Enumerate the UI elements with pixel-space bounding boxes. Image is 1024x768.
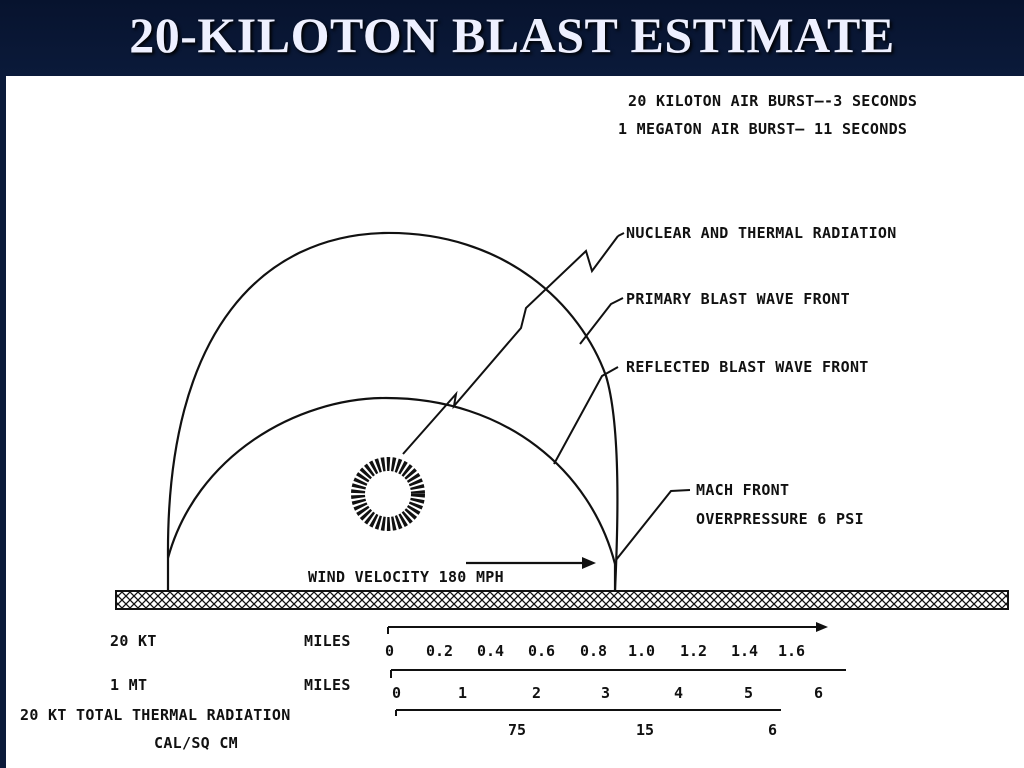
radiation-leader-tail — [617, 232, 625, 237]
primary-blast-wave — [166, 231, 619, 592]
kt-tick: 0.2 — [426, 642, 454, 660]
thermal-scale-label: 20 KT TOTAL THERMAL RADIATION — [20, 706, 291, 724]
ground-surface — [115, 590, 1009, 610]
fireball — [351, 457, 425, 531]
kt-tick: 1.0 — [628, 642, 656, 660]
callout-reflected-wave: REFLECTED BLAST WAVE FRONT — [626, 358, 869, 376]
kt-scale-unit: MILES — [304, 632, 351, 650]
kt-tick: 0.8 — [580, 642, 608, 660]
fireball-core — [366, 472, 410, 516]
callout-nuclear-radiation: NUCLEAR AND THERMAL RADIATION — [626, 224, 897, 242]
title-bar: 20-KILOTON BLAST ESTIMATE — [0, 0, 1024, 76]
mt-tick: 6 — [814, 684, 824, 702]
reflected-leader — [553, 366, 619, 465]
kt-tick: 1.2 — [680, 642, 708, 660]
callout-primary-wave: PRIMARY BLAST WAVE FRONT — [626, 290, 850, 308]
blast-diagram — [115, 231, 1009, 716]
mt-scale-label: 1 MT — [110, 676, 148, 694]
callout-wind-velocity: WIND VELOCITY 180 MPH — [308, 568, 504, 586]
mt-tick: 4 — [674, 684, 684, 702]
mt-tick: 0 — [392, 684, 402, 702]
kt-tick: 1.6 — [778, 642, 806, 660]
kt-tick: 0 — [385, 642, 395, 660]
thermal-tick: 75 — [508, 721, 527, 739]
callout-mach-front: MACH FRONT — [696, 481, 790, 499]
kt-tick: 0.4 — [477, 642, 505, 660]
thermal-scale-unit: CAL/SQ CM — [154, 734, 238, 752]
kt-scale-arrowhead — [816, 622, 828, 632]
callout-overpressure: OVERPRESSURE 6 PSI — [696, 510, 864, 528]
mt-tick: 5 — [744, 684, 754, 702]
kt-tick: 0.6 — [528, 642, 556, 660]
diagram-panel: 20 KILOTON AIR BURST—-3 SECONDS 1 MEGATO… — [6, 76, 1024, 768]
mt-tick: 1 — [458, 684, 468, 702]
mach-leader — [615, 489, 691, 561]
slide-title: 20-KILOTON BLAST ESTIMATE — [129, 7, 895, 63]
thermal-tick: 6 — [768, 721, 778, 739]
kt-scale-label: 20 KT — [110, 632, 157, 650]
wind-arrowhead — [582, 557, 596, 569]
timing-line-1: 20 KILOTON AIR BURST—-3 SECONDS — [628, 92, 918, 110]
mt-tick: 3 — [601, 684, 611, 702]
primary-leader — [579, 297, 624, 345]
mt-scale-unit: MILES — [304, 676, 351, 694]
reflected-blast-wave — [166, 396, 617, 565]
thermal-tick: 15 — [636, 721, 655, 739]
kt-tick: 1.4 — [731, 642, 759, 660]
timing-line-2: 1 MEGATON AIR BURST— 11 SECONDS — [618, 120, 908, 138]
mt-tick: 2 — [532, 684, 542, 702]
radiation-leader — [402, 235, 619, 455]
